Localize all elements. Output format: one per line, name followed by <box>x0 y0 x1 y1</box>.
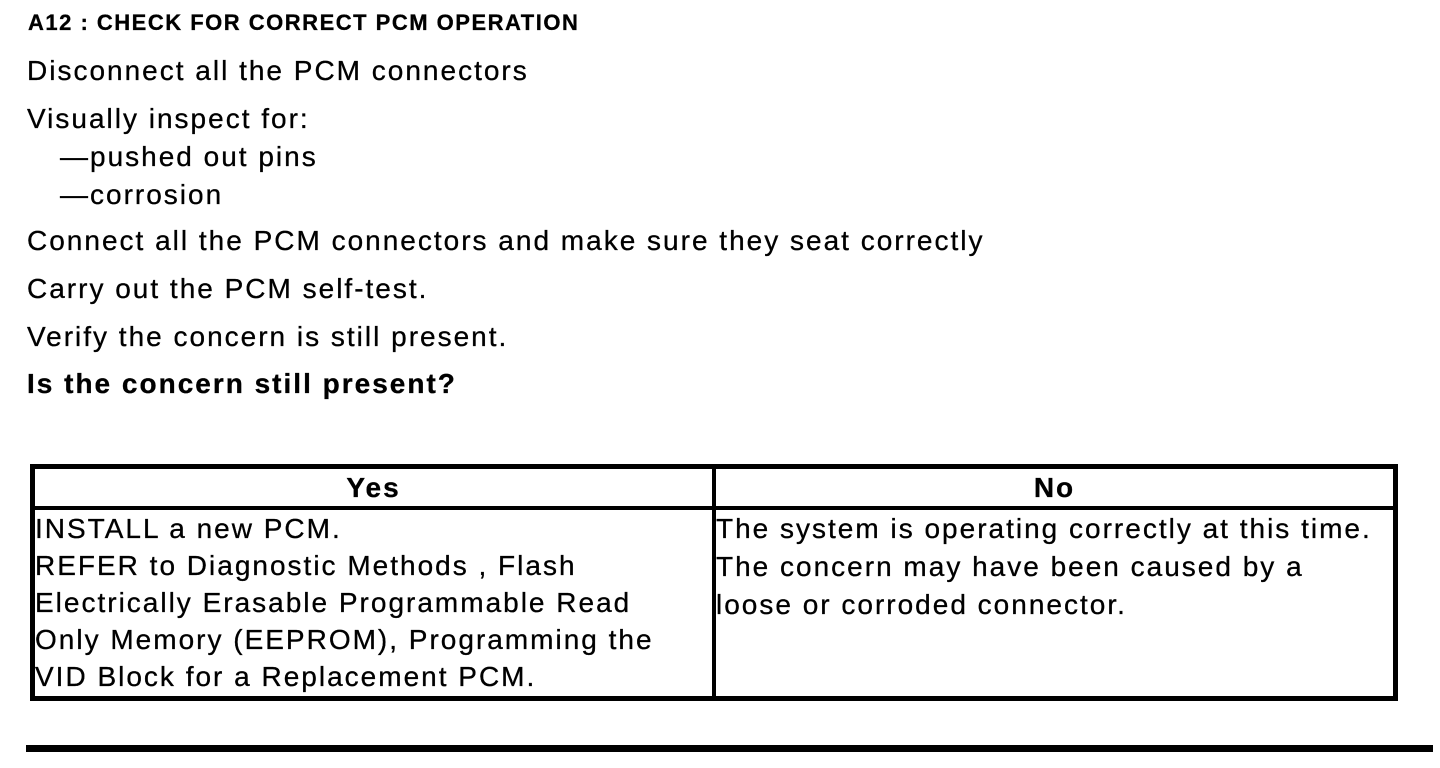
procedure-step: Verify the concern is still present. <box>27 321 509 352</box>
yes-action-line: Only Memory (EEPROM), Programming the <box>35 624 654 655</box>
yes-action-line: INSTALL a new PCM. <box>35 513 342 544</box>
no-action-line: The system is operating correctly at thi… <box>716 513 1372 544</box>
procedure-step: Connect all the PCM connectors and make … <box>27 225 985 256</box>
inspect-item: —corrosion <box>60 179 224 210</box>
procedure-step: Visually inspect for: <box>27 103 310 134</box>
decision-question: Is the concern still present? <box>27 368 457 399</box>
page-divider-rule <box>26 745 1433 752</box>
no-header-cell: No <box>712 464 1398 510</box>
procedure-step: Carry out the PCM self-test. <box>27 273 429 304</box>
no-action-line: loose or corroded connector. <box>716 589 1127 620</box>
no-action-cell: The system is operating correctly at thi… <box>712 506 1398 701</box>
yes-action-cell: INSTALL a new PCM. REFER to Diagnostic M… <box>30 506 716 701</box>
yes-header-cell: Yes <box>30 464 716 510</box>
no-action-line: The concern may have been caused by a <box>716 551 1304 582</box>
yes-action-line: REFER to Diagnostic Methods , Flash <box>35 550 577 581</box>
pinpoint-test-title: A12 : CHECK FOR CORRECT PCM OPERATION <box>28 10 580 35</box>
procedure-step: Disconnect all the PCM connectors <box>27 55 529 86</box>
table-header-row: Yes No <box>30 464 1398 510</box>
yes-no-results-table: Yes No INSTALL a new PCM. REFER to Diagn… <box>30 464 1398 701</box>
yes-action-line: VID Block for a Replacement PCM. <box>35 661 537 692</box>
inspect-item: —pushed out pins <box>60 141 318 172</box>
yes-action-line: Electrically Erasable Programmable Read <box>35 587 632 618</box>
table-body-row: INSTALL a new PCM. REFER to Diagnostic M… <box>30 506 1398 701</box>
